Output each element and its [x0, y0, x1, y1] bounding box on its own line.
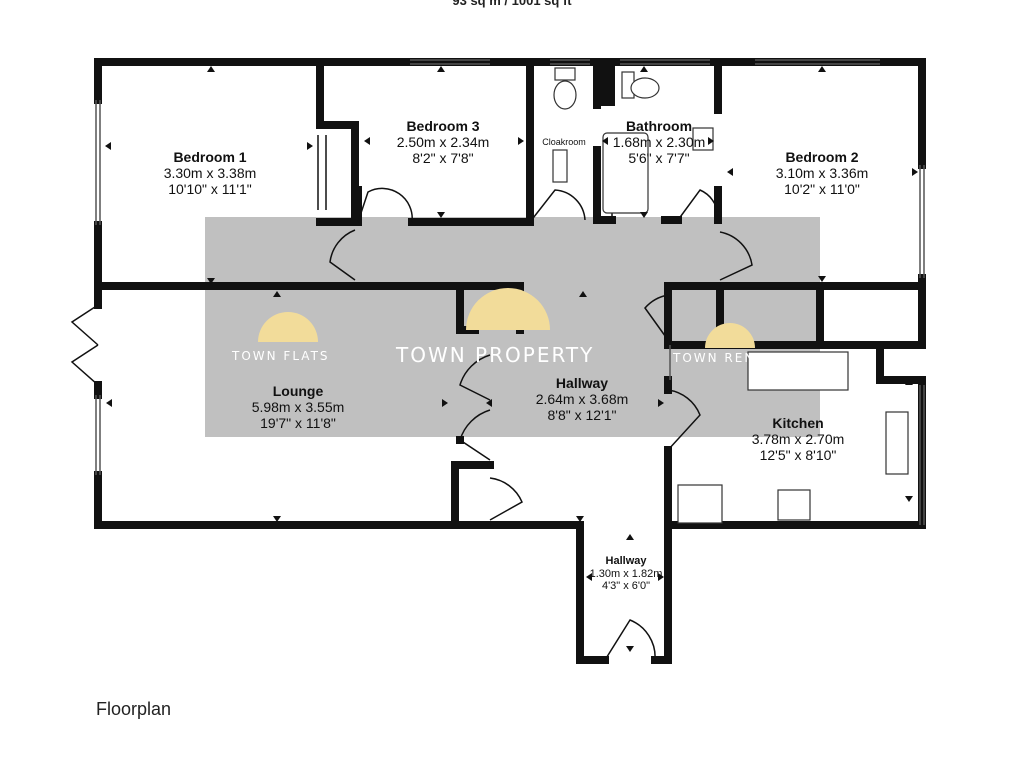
room-imperial: 4'3" x 6'0": [601, 580, 651, 593]
total-area: 93 sq m / 1001 sq ft: [452, 0, 572, 8]
room-metric: 2.50m x 2.34m: [396, 134, 490, 151]
room-name: Hallway: [555, 375, 609, 391]
room-imperial: 12'5" x 8'10": [759, 447, 837, 464]
room-hallway: Hallway 2.64m x 3.68m 8'8" x 12'1": [512, 375, 652, 423]
room-name: Bathroom: [625, 118, 693, 134]
logo-sun-center: [466, 288, 550, 330]
room-metric: 3.30m x 3.38m: [163, 165, 257, 182]
room-imperial: 19'7" x 11'8": [260, 415, 336, 432]
windows: [95, 59, 925, 525]
room-cloakroom: Cloakroom: [536, 137, 592, 147]
room-lounge: Lounge 5.98m x 3.55m 19'7" x 11'8": [228, 383, 368, 431]
doors: [70, 135, 918, 661]
room-metric: 5.98m x 3.55m: [251, 399, 345, 416]
room-name: Cloakroom: [542, 137, 586, 147]
walls: [94, 58, 926, 664]
room-imperial: 8'8" x 12'1": [547, 407, 617, 424]
room-name: Lounge: [272, 383, 324, 399]
room-metric: 3.10m x 3.36m: [775, 165, 869, 182]
room-bedroom-2: Bedroom 2 3.10m x 3.36m 10'2" x 11'0": [752, 149, 892, 197]
room-imperial: 8'2" x 7'8": [412, 150, 474, 167]
watermark-left: TOWN FLATS: [232, 349, 330, 363]
room-metric: 2.64m x 3.68m: [535, 391, 629, 408]
room-name: Bedroom 3: [406, 118, 480, 134]
dimension-markers: [105, 66, 918, 652]
room-hallway-entry: Hallway 1.30m x 1.82m 4'3" x 6'0": [580, 555, 672, 593]
fixtures: [552, 67, 909, 524]
room-name: Bedroom 2: [785, 149, 859, 165]
room-metric: 3.78m x 2.70m: [751, 431, 845, 448]
watermark-right: TOWN RENTALS: [673, 351, 793, 365]
watermark-center: TOWN PROPERTY: [396, 343, 595, 367]
logo-sun-right: [705, 323, 755, 348]
room-bedroom-1: Bedroom 1 3.30m x 3.38m 10'10" x 11'1": [140, 149, 280, 197]
room-imperial: 5'6" x 7'7": [628, 150, 690, 167]
room-name: Bedroom 1: [173, 149, 247, 165]
room-imperial: 10'10" x 11'1": [168, 181, 252, 198]
room-name: Hallway: [605, 555, 647, 567]
room-metric: 1.68m x 2.30m: [612, 134, 706, 151]
logo-sun-left: [258, 312, 318, 342]
room-imperial: 10'2" x 11'0": [784, 181, 860, 198]
bathroom-partition: [593, 62, 615, 106]
floorplan-label: Floorplan: [96, 699, 172, 719]
room-name: Kitchen: [772, 415, 824, 431]
room-kitchen: Kitchen 3.78m x 2.70m 12'5" x 8'10": [728, 415, 868, 463]
room-metric: 1.30m x 1.82m: [589, 567, 663, 580]
room-bathroom: Bathroom 1.68m x 2.30m 5'6" x 7'7": [603, 118, 715, 166]
room-bedroom-3: Bedroom 3 2.50m x 2.34m 8'2" x 7'8": [373, 118, 513, 166]
